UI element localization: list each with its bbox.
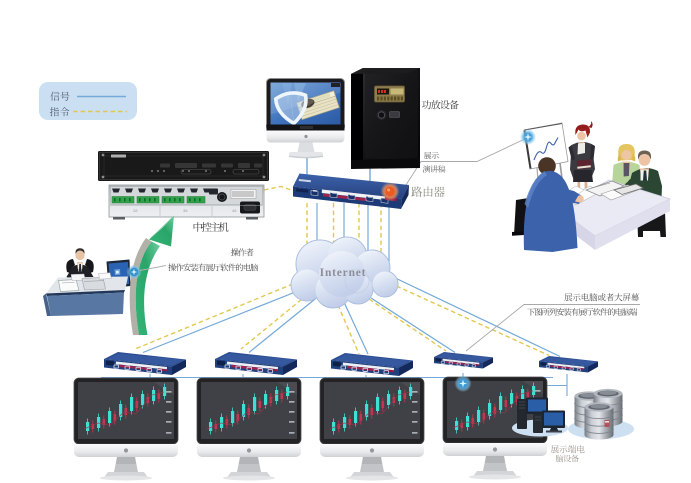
svg-text:28: 28 — [133, 208, 138, 213]
svg-text:Internet: Internet — [320, 267, 367, 279]
svg-text:38: 38 — [183, 208, 188, 213]
svg-text:48: 48 — [232, 208, 237, 213]
